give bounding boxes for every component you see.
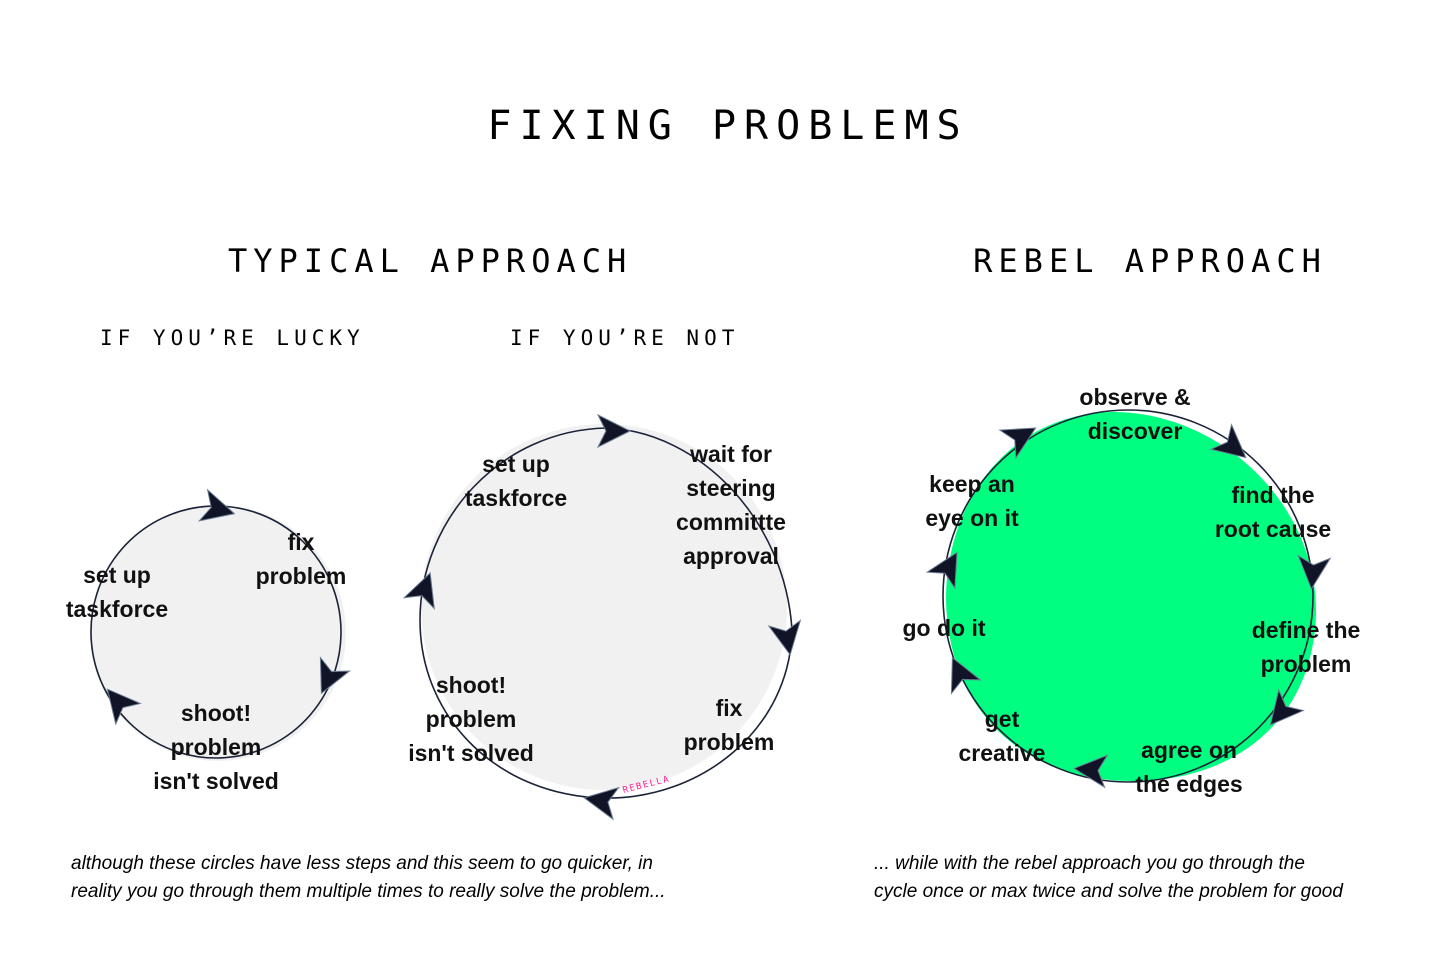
notlucky-cycle-arrow-icon <box>402 572 435 611</box>
rebel-step-define: define the problem <box>1252 613 1361 681</box>
note-line: ... while with the rebel approach you go… <box>874 853 1305 874</box>
rebel-cycle-arrow-icon <box>1269 688 1305 726</box>
step-line: go do it <box>902 615 986 641</box>
step-line: the edges <box>1135 771 1243 797</box>
step-line: problem <box>170 734 262 760</box>
step-line: eye on it <box>925 505 1019 531</box>
typical-approach-heading: TYPICAL APPROACH <box>228 242 633 280</box>
step-line: set up <box>482 451 550 477</box>
note-line: although these circles have less steps a… <box>71 853 653 874</box>
rebel-step-do-it: go do it <box>902 611 985 645</box>
step-line: get <box>984 706 1020 732</box>
notlucky-step-shoot: shoot! problem isn't solved <box>408 668 534 770</box>
step-line: shoot! <box>435 672 507 698</box>
page-title: FIXING PROBLEMS <box>487 103 969 149</box>
step-line: find the <box>1231 482 1315 508</box>
notlucky-step-setup: set up taskforce <box>465 447 567 515</box>
rebel-step-keep-eye: keep an eye on it <box>925 467 1018 535</box>
lucky-step-shoot: shoot! problem isn't solved <box>153 696 279 798</box>
step-line: define the <box>1251 617 1361 643</box>
rebel-step-root-cause: find the root cause <box>1215 478 1331 546</box>
step-line: committte <box>676 509 786 535</box>
step-line: set up <box>83 562 151 588</box>
step-line: taskforce <box>464 485 568 511</box>
lucky-cycle-arrow-icon <box>106 688 142 726</box>
notlucky-step-fix: fix problem <box>684 691 775 759</box>
rebel-approach-note: ... while with the rebel approach you go… <box>874 850 1343 906</box>
step-line: steering <box>686 475 776 501</box>
step-line: problem <box>425 706 517 732</box>
step-line: problem <box>1260 651 1352 677</box>
rebel-cycle-arrow-icon <box>950 656 982 695</box>
step-line: problem <box>255 563 347 589</box>
lucky-subheading: IF YOU’RE LUCKY <box>100 326 365 350</box>
step-line: wait for <box>690 441 772 467</box>
rebel-cycle-arrow-icon <box>925 551 958 590</box>
rebel-cycle-fill <box>946 411 1317 782</box>
not-lucky-subheading: IF YOU’RE NOT <box>510 326 740 350</box>
step-line: approval <box>683 543 779 569</box>
notlucky-cycle-fill <box>421 424 787 790</box>
lucky-step-setup: set up taskforce <box>66 558 168 626</box>
step-line: problem <box>683 729 775 755</box>
step-line: fix <box>715 695 743 721</box>
rebel-cycle-arrow-icon <box>998 427 1037 460</box>
step-line: observe & <box>1079 384 1191 410</box>
step-line: creative <box>958 740 1046 766</box>
lucky-cycle-arrow-icon <box>197 488 236 522</box>
step-line: isn't solved <box>408 740 534 766</box>
rebel-cycle-arrow-icon <box>1072 754 1109 789</box>
rebel-cycle-arrow-icon <box>1209 423 1247 459</box>
rebel-approach-heading: REBEL APPROACH <box>973 242 1327 280</box>
rebel-cycle-arrow-icon <box>1297 554 1332 591</box>
notlucky-cycle-arrow-icon <box>596 413 632 449</box>
step-line: discover <box>1087 418 1183 444</box>
rebel-step-observe: observe & discover <box>1079 380 1190 448</box>
step-line: isn't solved <box>153 768 279 794</box>
notlucky-cycle-arrow-icon <box>767 619 802 656</box>
step-line: fix <box>287 529 315 555</box>
lucky-cycle-line <box>90 505 342 759</box>
step-line: agree on <box>1141 737 1237 763</box>
note-line: reality you go through them multiple tim… <box>71 881 666 902</box>
lucky-step-fix: fix problem <box>256 525 347 593</box>
lucky-cycle-arrow-icon <box>319 656 351 695</box>
typical-approach-note: although these circles have less steps a… <box>71 850 666 906</box>
lucky-cycle-fill <box>90 505 346 761</box>
cycle-arrows <box>106 413 1332 821</box>
notlucky-step-wait: wait for steering committte approval <box>676 437 786 573</box>
rebel-cycle-line <box>942 409 1314 783</box>
step-line: root cause <box>1214 516 1332 542</box>
rebel-step-creative: get creative <box>959 702 1046 770</box>
step-line: keep an <box>929 471 1015 497</box>
note-line: cycle once or max twice and solve the pr… <box>874 881 1343 902</box>
step-line: taskforce <box>65 596 169 622</box>
step-line: shoot! <box>180 700 252 726</box>
rebel-step-edges: agree on the edges <box>1135 733 1242 801</box>
notlucky-cycle-arrow-icon <box>583 786 620 821</box>
